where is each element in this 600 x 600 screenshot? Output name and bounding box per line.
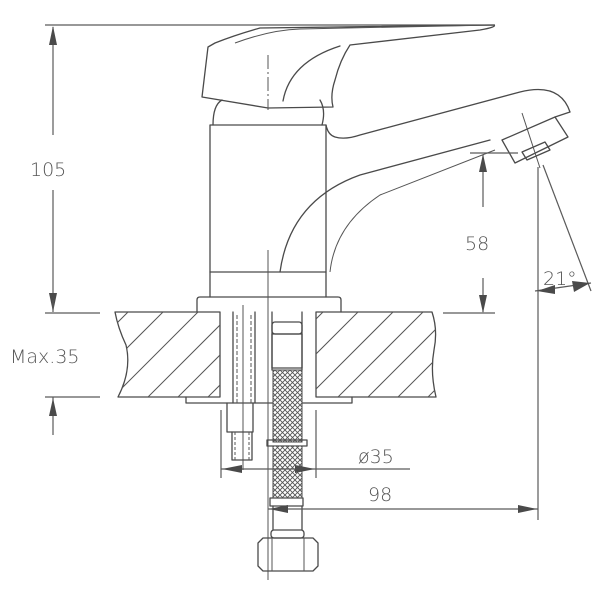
dimension-spout-height: 58	[465, 152, 518, 313]
handle-dome	[212, 99, 325, 126]
max-thickness-label: Max.35	[10, 346, 80, 368]
lever-curve	[282, 45, 341, 102]
base-flange	[196, 296, 342, 313]
faucet-body	[196, 24, 571, 313]
hole-diameter-label: ø35	[358, 446, 394, 468]
spout-inner-curve	[329, 149, 496, 273]
spout-upper-contour	[325, 88, 571, 139]
stud-nut	[226, 402, 254, 433]
spout-height-label: 58	[465, 233, 489, 255]
angle-leg	[542, 164, 592, 292]
arrow-up-icon	[479, 154, 487, 172]
dimension-hole-diameter: ø35	[220, 410, 410, 478]
countertop-section	[114, 311, 437, 404]
dimension-max-thickness: Max.35	[10, 300, 80, 435]
braided-hose-upper	[272, 369, 303, 443]
supply-hose	[257, 311, 319, 572]
dimension-spout-angle: 21°	[534, 164, 592, 520]
arrow-right-icon	[518, 505, 537, 513]
arrow-left-icon	[269, 505, 288, 513]
arrow-down-icon	[479, 295, 487, 313]
arrow-left-icon	[222, 465, 242, 473]
arrow-right-icon	[572, 281, 590, 292]
body-cylinder	[209, 124, 327, 298]
dimension-total-height: 105	[30, 24, 495, 312]
arrow-left-icon	[537, 285, 555, 294]
spout-reach-label: 98	[368, 484, 392, 506]
lever-top-edge	[234, 24, 495, 44]
aerator-centerline	[521, 112, 541, 169]
arrow-up-icon	[49, 398, 57, 416]
total-height-label: 105	[30, 159, 66, 181]
spout-lower-curve	[279, 139, 491, 273]
countertop-left-section	[114, 311, 221, 398]
stud-thread	[231, 431, 253, 461]
lever-handle	[201, 24, 496, 109]
mounting-stud	[226, 305, 256, 470]
spout-angle-label: 21°	[543, 268, 577, 290]
arrow-up-icon	[49, 26, 57, 45]
countertop-right-section	[315, 311, 437, 398]
dimension-spout-reach: 98	[268, 484, 538, 513]
mounting-plate	[185, 396, 353, 404]
aerator-inner	[521, 141, 551, 161]
arrow-right-icon	[295, 465, 315, 473]
aerator	[501, 116, 569, 164]
hose-hex-nut	[257, 537, 319, 572]
